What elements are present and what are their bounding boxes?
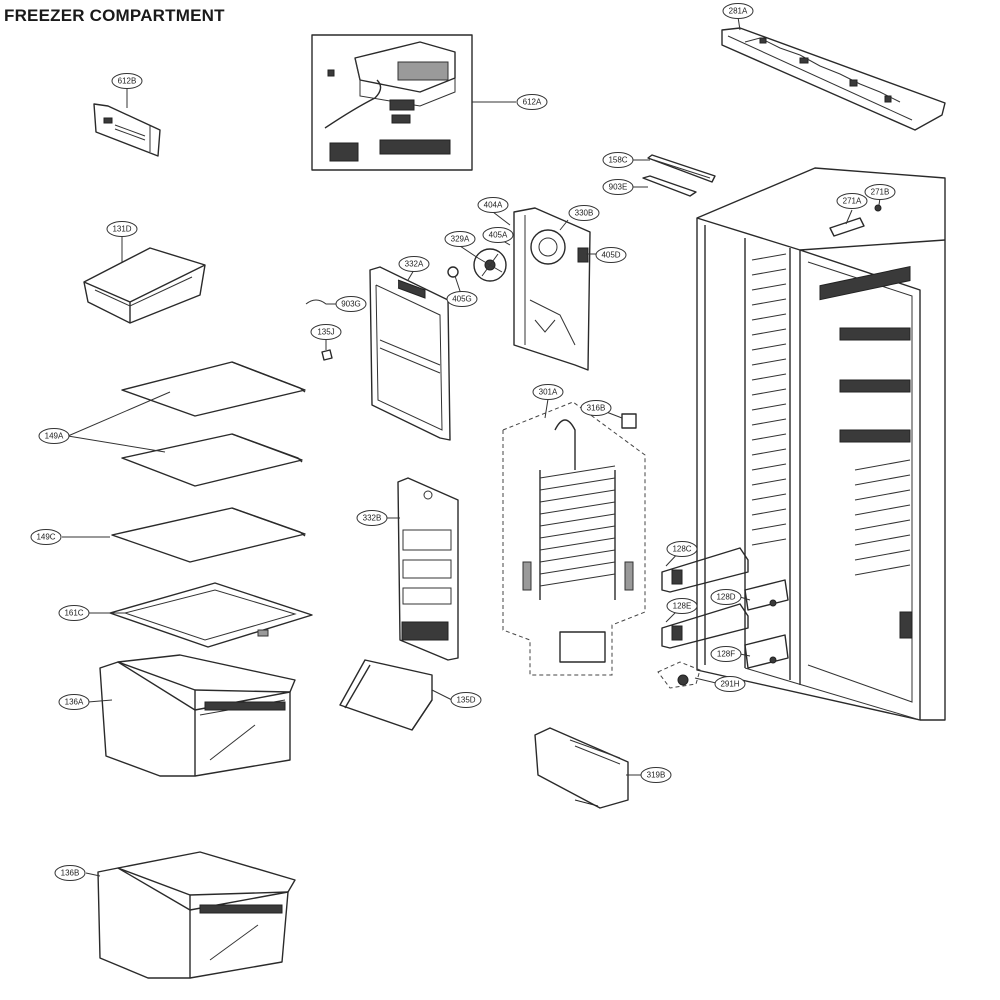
callout-271b: 271B	[864, 184, 896, 200]
part-332a-cover	[369, 266, 451, 441]
callout-label: 612A	[523, 98, 542, 107]
part-128e-rail	[661, 603, 749, 649]
callout-161c: 161C	[58, 605, 90, 621]
callout-label: 128F	[717, 650, 735, 659]
callout-612a: 612A	[516, 94, 548, 110]
part-158c-strip	[647, 154, 716, 183]
part-316b-sensor	[621, 413, 637, 429]
part-149a-shelf-upper	[121, 361, 306, 417]
callout-128d: 128D	[710, 589, 742, 605]
part-128c-rail	[661, 547, 749, 593]
callout-label: 149A	[45, 432, 64, 441]
callout-405d: 405D	[595, 247, 627, 263]
callout-405g: 405G	[446, 291, 478, 307]
callout-label: 136A	[65, 698, 84, 707]
callout-label: 131D	[112, 225, 131, 234]
leader-lines	[62, 16, 881, 877]
part-903g-wire	[305, 299, 336, 305]
part-136b-drawer	[97, 851, 296, 979]
callout-label: 319B	[647, 771, 666, 780]
callout-319b: 319B	[640, 767, 672, 783]
callout-405a: 405A	[482, 227, 514, 243]
callout-332a: 332A	[398, 256, 430, 272]
part-cabinet-liner	[696, 167, 946, 721]
callout-label: 161C	[64, 609, 83, 618]
part-903e-strip	[642, 175, 697, 197]
part-136a-drawer	[99, 654, 296, 777]
part-271b-screw	[874, 204, 882, 212]
callout-149c: 149C	[30, 529, 62, 545]
callout-label: 281A	[729, 7, 748, 16]
part-332b-panel	[397, 477, 459, 661]
part-612a-icemaker-kit	[311, 34, 473, 171]
callout-332b: 332B	[356, 510, 388, 526]
callout-label: 612B	[118, 77, 137, 86]
callout-label: 149C	[36, 533, 55, 542]
callout-label: 135D	[456, 696, 475, 705]
part-301a-evaporator	[502, 401, 646, 676]
part-149c-shelf	[111, 507, 306, 563]
callout-291h: 291H	[714, 676, 746, 692]
part-329a-fan-blade	[473, 248, 507, 282]
callout-label: 158C	[608, 156, 627, 165]
callout-label: 903E	[609, 183, 628, 192]
callout-label: 136B	[61, 869, 80, 878]
callout-135j: 135J	[310, 324, 342, 340]
callout-label: 135J	[317, 328, 334, 337]
part-135d-tray	[339, 659, 433, 731]
page-title: FREEZER COMPARTMENT	[4, 6, 225, 25]
callout-label: 404A	[484, 201, 503, 210]
part-405g-washer	[447, 266, 459, 278]
callout-136a: 136A	[58, 694, 90, 710]
callout-label: 291H	[720, 680, 739, 689]
callout-label: 128E	[673, 602, 692, 611]
callout-149a: 149A	[38, 428, 70, 444]
callout-label: 271A	[843, 197, 862, 206]
part-128f-rail	[744, 634, 789, 669]
part-330b-fan-housing	[513, 207, 591, 371]
callout-label: 329A	[451, 235, 470, 244]
callout-136b: 136B	[54, 865, 86, 881]
callout-131d: 131D	[106, 221, 138, 237]
part-271a-bracket	[829, 217, 865, 237]
callout-158c: 158C	[602, 152, 634, 168]
part-131d-bin	[83, 247, 206, 324]
callout-label: 301A	[539, 388, 558, 397]
part-135j-clip	[321, 349, 333, 361]
callout-330b: 330B	[568, 205, 600, 221]
part-291h-damper	[657, 661, 701, 689]
part-319b-duct	[534, 727, 629, 809]
part-161c-cover	[109, 582, 313, 648]
part-281a-bracket	[721, 27, 946, 131]
callout-label: 316B	[587, 404, 606, 413]
callout-label: 330B	[575, 209, 594, 218]
callout-label: 271B	[871, 188, 890, 197]
part-149a-shelf-middle	[121, 433, 303, 487]
callout-903e: 903E	[602, 179, 634, 195]
callout-404a: 404A	[477, 197, 509, 213]
callout-label: 405D	[601, 251, 620, 260]
callout-128f: 128F	[710, 646, 742, 662]
callout-271a: 271A	[836, 193, 868, 209]
callout-label: 128D	[716, 593, 735, 602]
callout-label: 332B	[363, 514, 382, 523]
part-128d-rail	[744, 579, 789, 611]
callout-label: 903G	[341, 300, 361, 309]
callout-612b: 612B	[111, 73, 143, 89]
callout-301a: 301A	[532, 384, 564, 400]
callout-128e: 128E	[666, 598, 698, 614]
callout-label: 128C	[672, 545, 691, 554]
part-612b-panel	[93, 103, 161, 157]
callout-281a: 281A	[722, 3, 754, 19]
callout-label: 405A	[489, 231, 508, 240]
callout-128c: 128C	[666, 541, 698, 557]
callout-135d: 135D	[450, 692, 482, 708]
callout-903g: 903G	[335, 296, 367, 312]
callouts: 281A 612B 612A 158C 903E 131D 404A 330B 271A 271B…	[30, 3, 896, 881]
callout-label: 405G	[452, 295, 472, 304]
callout-label: 332A	[405, 260, 424, 269]
callout-316b: 316B	[580, 400, 612, 416]
callout-329a: 329A	[444, 231, 476, 247]
